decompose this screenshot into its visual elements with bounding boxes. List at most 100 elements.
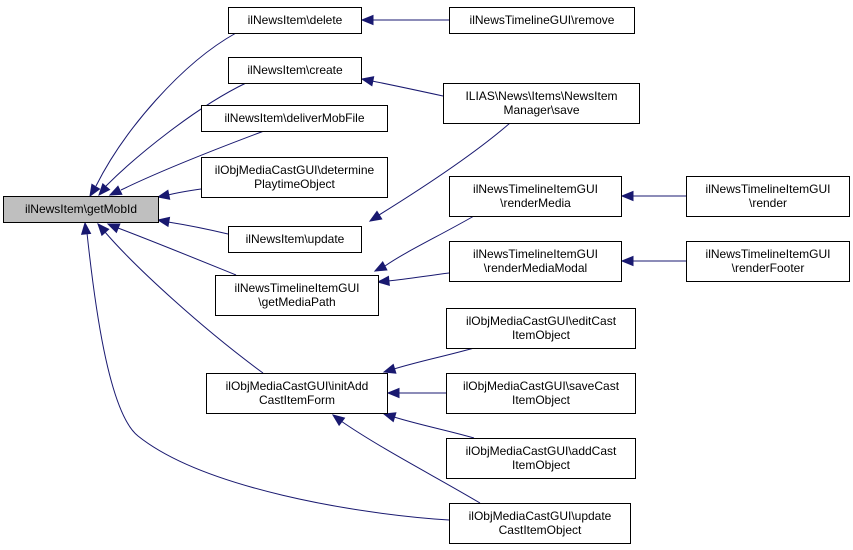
node-label: \renderMediaModal [484,261,587,275]
edge-timelineRemove-to-delete [360,14,449,26]
node-label: \renderFooter [732,261,805,275]
node-update[interactable]: ilNewsItem\update [228,226,362,253]
node-box[interactable] [3,196,159,223]
node-timelineRemove[interactable]: ilNewsTimelineGUI\remove [449,7,635,34]
edge-getMediaPath-to-getMobId [106,223,237,276]
edge-line [384,215,475,267]
arrowhead-icon [98,182,111,196]
edge-line [371,80,444,97]
node-renderMediaModal[interactable]: ilNewsTimelineItemGUI\renderMediaModal [449,241,622,282]
arrowhead-icon [382,363,397,374]
arrowhead-icon [106,223,121,234]
node-box[interactable] [686,241,850,282]
node-determinePlaytime[interactable]: ilObjMediaCastGUI\determinePlaytimeObjec… [201,157,388,198]
edge-saveCast-to-initAdd [386,387,446,399]
node-label: CastItemObject [499,523,582,537]
edge-addCast-to-initAdd [382,412,475,439]
arrowhead-icon [620,190,634,202]
node-label: ilNewsItem\create [247,63,343,77]
arrowhead-icon [376,275,390,287]
node-box[interactable] [449,241,622,282]
edge-editCast-to-initAdd [382,347,475,374]
edge-line [104,231,264,374]
edge-updateCast-to-getMobId [80,221,450,521]
node-label: ilNewsTimelineItemGUI [473,182,598,196]
node-label: ilObjMediaCastGUI\saveCast [463,379,620,393]
edge-line [95,32,237,187]
node-getMobId[interactable]: ilNewsItem\getMobId [3,196,159,223]
node-box[interactable] [228,226,362,253]
node-getMediaPath[interactable]: ilNewsTimelineItemGUI\getMediaPath [215,275,379,316]
node-label: \getMediaPath [258,295,335,309]
node-label: ilObjMediaCastGUI\editCast [466,314,617,328]
arrowhead-icon [368,210,383,222]
node-label: ilNewsTimelineItemGUI [473,247,598,261]
node-label: ilNewsTimelineGUI\remove [470,13,615,27]
node-create[interactable]: ilNewsItem\create [228,57,362,84]
node-box[interactable] [449,7,635,34]
edge-render-to-renderMedia [620,190,686,202]
edge-line [340,420,481,504]
edge-determinePlaytime-to-getMobId [156,188,202,200]
edge-line [86,232,450,521]
node-label: ilObjMediaCastGUI\update [469,509,612,523]
edge-line [378,122,511,216]
node-box[interactable] [446,373,636,414]
node-box[interactable] [206,373,388,414]
arrowhead-icon [97,223,110,237]
node-label: ilNewsTimelineItemGUI [706,182,831,196]
node-label: Manager\save [503,103,579,117]
edge-managerSave-to-update [368,122,511,222]
arrowhead-icon [156,216,171,228]
nodes-layer: ilNewsItem\getMobId ilNewsItem\delete ilNe… [3,7,850,544]
arrowhead-icon [373,261,388,272]
node-box[interactable] [449,176,622,217]
node-box[interactable] [201,157,388,198]
node-render[interactable]: ilNewsTimelineItemGUI\render [686,176,850,217]
edge-line [393,347,475,370]
edge-update-to-getMobId [156,216,229,235]
edge-renderMediaModal-to-getMediaPath [376,272,450,287]
edge-updateCast-to-initAdd [331,414,481,504]
node-box[interactable] [228,57,362,84]
edges-layer [80,14,686,521]
node-box[interactable] [686,176,850,217]
edge-deliverMobFile-to-getMobId [108,130,265,196]
node-delete[interactable]: ilNewsItem\delete [228,7,362,34]
node-box[interactable] [446,438,636,479]
node-label: ilObjMediaCastGUI\addCast [466,444,617,458]
node-box[interactable] [449,503,631,544]
node-label: ilNewsItem\getMobId [25,202,137,216]
arrowhead-icon [382,412,397,423]
edge-line [105,82,247,187]
edge-line [167,221,229,235]
node-box[interactable] [443,83,640,124]
node-label: ItemObject [512,458,571,472]
node-label: ilObjMediaCastGUI\determine [215,163,375,177]
node-label: ILIAS\News\Items\NewsItem [465,89,617,103]
edge-delete-to-getMobId [89,32,237,198]
edge-managerSave-to-create [360,76,444,97]
edge-renderFooter-to-renderMediaModal [620,255,686,267]
arrowhead-icon [108,185,123,196]
node-deliverMobFile[interactable]: ilNewsItem\deliverMobFile [201,105,388,132]
arrowhead-icon [156,189,171,200]
node-renderFooter[interactable]: ilNewsTimelineItemGUI\renderFooter [686,241,850,282]
arrowhead-icon [80,221,92,235]
edge-create-to-getMobId [98,82,247,196]
arrowhead-icon [360,76,375,87]
node-box[interactable] [215,275,379,316]
node-label: \render [749,196,787,210]
node-box[interactable] [201,105,388,132]
node-label: ilNewsItem\deliverMobFile [224,111,364,125]
node-renderMedia[interactable]: ilNewsTimelineItemGUI\renderMedia [449,176,622,217]
node-box[interactable] [446,308,636,349]
node-box[interactable] [228,7,362,34]
